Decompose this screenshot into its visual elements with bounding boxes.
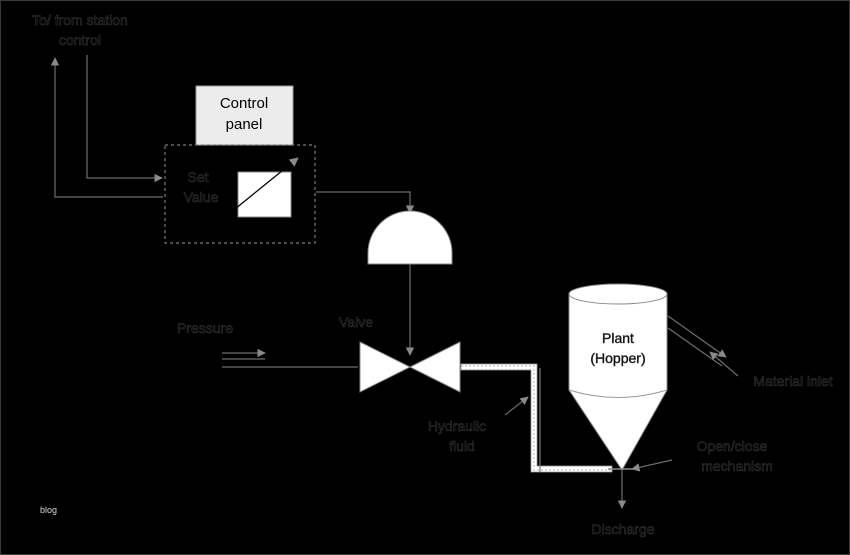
valve-left-triangle [359,341,412,393]
material-inlet-pointer [709,351,739,377]
control-signal-line [316,191,415,214]
actuator-diaphragm [367,210,453,265]
pressure-label: Pressure [177,320,233,336]
watermark-label: blog [40,505,57,515]
hopper-seam [568,389,668,398]
open-close-label-line2: mechanism [701,458,773,474]
hopper-body [568,294,668,471]
adjust-arrow-icon [229,157,299,214]
plant-label-line1: Plant [602,330,634,346]
signal-line-to-station [50,57,163,198]
hydraulic-fluid-pipe [460,363,613,473]
set-value-display [237,171,292,218]
hydraulic-label-line2: fluid [449,438,475,454]
plant-label-line2: (Hopper) [590,350,645,366]
open-close-label-line1: Open/close [697,438,768,454]
material-inlet-label: Material inlet [753,373,832,389]
signal-line-from-station [86,55,163,183]
controller-dashed-box [164,144,316,244]
set-value-label-line2: Value [184,189,219,205]
set-value-label-line1: Set [187,169,208,185]
station-label-line2: control [59,32,101,48]
hydraulic-label-line1: Hydraulic [428,418,486,434]
valve-label: Valve [339,314,373,330]
open-close-pointer [631,459,673,472]
discharge-label: Discharge [591,521,654,537]
material-inlet-line-2 [667,327,723,367]
control-panel-label-line2: panel [226,116,263,133]
valve-right-triangle [408,341,461,393]
control-panel-label-line1: Control [220,95,268,112]
hopper-top [568,283,668,305]
station-label-line1: To/ from station [32,12,128,28]
hydraulic-pointer-arrow [504,396,529,416]
material-inlet-line-1 [667,315,727,358]
